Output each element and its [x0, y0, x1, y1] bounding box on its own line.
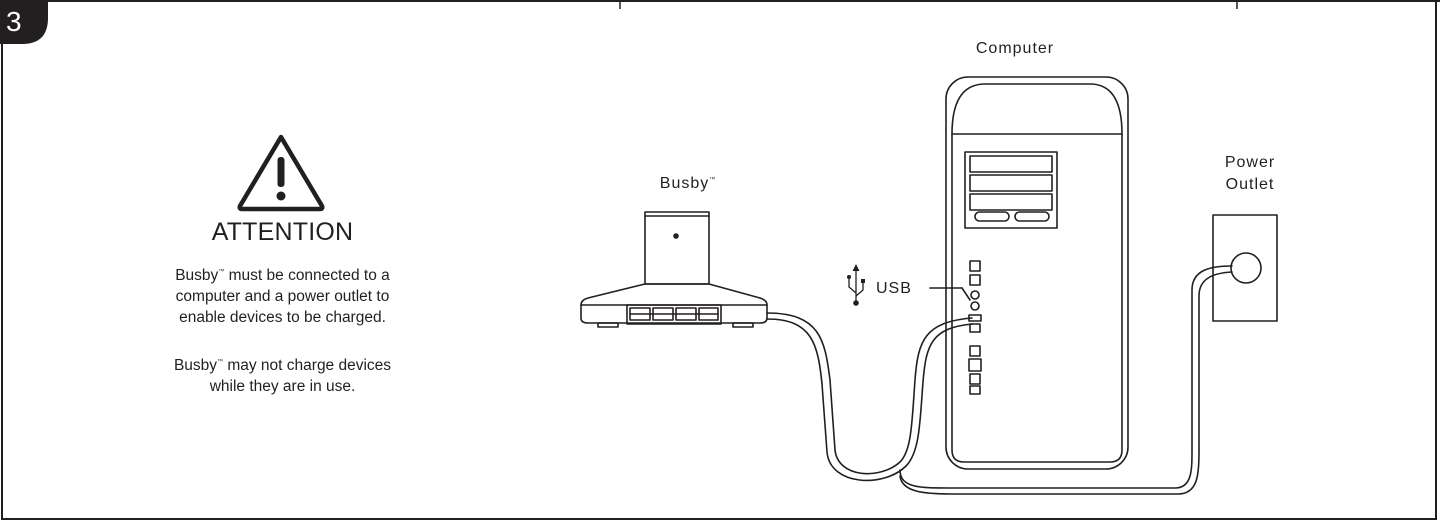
usb-cable-outer — [766, 312, 973, 475]
usb-trident-icon — [847, 264, 865, 306]
trademark-symbol: ™ — [218, 269, 225, 275]
front-port — [969, 260, 981, 272]
notice-line: while they are in use. — [209, 378, 356, 395]
notice-connection: Busby™ must be connected to a computer a… — [130, 262, 435, 328]
power-outlet-label: Power Outlet — [1200, 152, 1300, 196]
brand-name: Busby — [173, 357, 218, 374]
step-tab — [0, 0, 48, 44]
front-port — [969, 323, 981, 333]
computer-tower — [945, 76, 1129, 470]
power-cable-outer — [899, 265, 1233, 489]
attention-title: ATTENTION — [211, 218, 354, 246]
brand-name: Busby — [175, 267, 219, 284]
front-port — [968, 358, 982, 372]
front-port — [969, 385, 981, 395]
front-port — [969, 274, 981, 286]
busby-name: Busby — [659, 175, 710, 192]
busby-port-strip — [626, 304, 722, 325]
power-outlet-label-line2: Outlet — [1225, 176, 1275, 193]
step-number: 3 — [6, 6, 22, 37]
power-outlet-label-line1: Power — [1224, 154, 1276, 171]
drive-slot — [969, 193, 1053, 211]
notice-line: must be connected to a — [228, 267, 390, 284]
busby-label: Busby™ — [628, 175, 748, 193]
front-jack — [970, 301, 980, 311]
drive-button — [974, 211, 1010, 222]
busby-base — [580, 283, 768, 324]
drive-slot — [969, 155, 1053, 173]
front-jack — [970, 290, 980, 300]
computer-body — [945, 76, 1129, 470]
power-outlet — [1212, 214, 1278, 322]
busby-post-dot — [673, 233, 679, 239]
trademark-symbol: ™ — [217, 359, 224, 365]
computer-label: Computer — [975, 40, 1055, 57]
usb-pointer — [961, 287, 971, 301]
notice-line: may not charge devices — [227, 357, 392, 374]
power-cable-inner — [899, 271, 1233, 495]
top-rule — [0, 0, 1440, 9]
busby-device — [580, 211, 768, 328]
computer-handle — [951, 83, 1123, 135]
drive-button — [1014, 211, 1050, 222]
warning-triangle-icon — [237, 134, 325, 212]
front-usb-port — [968, 314, 982, 322]
trademark-symbol: ™ — [709, 177, 717, 183]
notice-line: enable devices to be charged. — [179, 309, 386, 326]
busby-foot — [732, 322, 754, 328]
notice-in-use: Busby™ may not charge devices while they… — [130, 352, 435, 397]
computer-front-panel — [951, 133, 1123, 463]
outlet-plate — [1212, 214, 1278, 322]
outlet-socket — [1230, 252, 1262, 284]
notice-line: computer and a power outlet to — [175, 288, 390, 305]
drive-slot — [969, 174, 1053, 192]
busby-post — [644, 211, 710, 285]
drive-bay — [964, 151, 1058, 229]
busby-foot — [597, 322, 619, 328]
front-port — [969, 373, 981, 385]
front-port — [969, 345, 981, 357]
usb-label: USB — [876, 280, 912, 297]
usb-cable-inner — [766, 318, 973, 482]
